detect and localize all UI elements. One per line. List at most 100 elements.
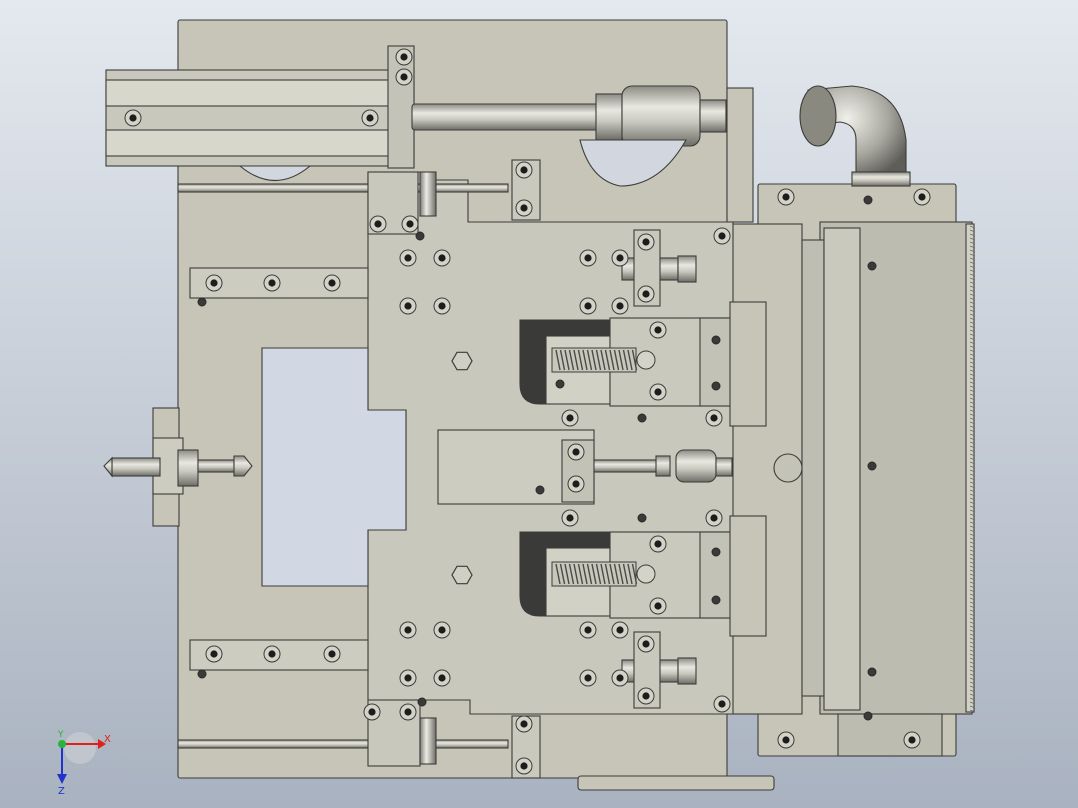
right-top-standoff[interactable] [726,87,754,223]
serration-tooth [969,693,976,697]
serration-tooth [969,225,976,229]
left-side-nut[interactable] [177,449,199,487]
rod-end-coupler[interactable] [621,85,701,147]
left-rod-taper[interactable] [103,456,113,478]
serration-tooth [969,273,976,277]
upper-adjuster-nut[interactable] [677,255,697,283]
serration-tooth [969,605,976,609]
left-side-rod[interactable] [111,457,161,477]
screw-socket [918,193,926,201]
screw-socket [328,650,336,658]
serration-tooth [969,561,976,565]
serration-tooth [969,509,976,513]
screw-socket [374,220,382,228]
serration-tooth [969,261,976,265]
screw-socket [210,650,218,658]
middle-rod-tip[interactable] [715,457,733,477]
serration-tooth [969,593,976,597]
lower-spring-coil [559,563,566,585]
orientation-triad[interactable]: X Y Z [57,730,111,797]
serration-tooth [969,293,976,297]
serration-tooth [969,653,976,657]
serration-tooth [969,245,976,249]
screw-socket [616,302,624,310]
lower-spring-coil [582,563,588,585]
serration-tooth [969,345,976,349]
serration-tooth [969,333,976,337]
serration-tooth [969,385,976,389]
upper-spring-coil [582,349,588,371]
serration-tooth [969,269,976,273]
serration-tooth [969,581,976,585]
bottom-foot-plate[interactable] [577,775,775,791]
serration-tooth [969,661,976,665]
serration-tooth [969,249,976,253]
collar-clamp-bottom[interactable] [419,717,437,765]
elbow-fitting-port [799,85,837,147]
left-side-rod-tip[interactable] [233,455,253,477]
small-hole [867,261,877,271]
lower-spring-cap[interactable] [699,531,733,619]
serration-tooth [969,413,976,417]
piston-rod-top[interactable] [411,103,603,131]
screw-socket [584,626,592,634]
screw-socket [566,514,574,522]
small-hole [867,461,877,471]
screw-socket [908,736,916,744]
collar-clamp-top[interactable] [419,171,437,217]
screw-socket [642,692,650,700]
guide-rod-bottom[interactable] [177,739,509,749]
lower-spring-clamp[interactable] [729,515,767,637]
serration-tooth [969,257,976,261]
serration-tooth [969,613,976,617]
small-hole [711,335,721,345]
clamp-slide-plate[interactable] [823,227,861,711]
clamp-locating-pin[interactable] [773,453,803,483]
small-hole [863,711,873,721]
middle-piston-rod[interactable] [593,459,661,473]
serration-tooth [969,673,976,677]
lower-adjuster-nut[interactable] [677,657,697,685]
serration-tooth [969,241,976,245]
upper-spring-coil [586,349,593,371]
small-hole [417,697,427,707]
serration-tooth [969,565,976,569]
middle-rod-coupler[interactable] [675,449,717,483]
right-bottom-bracket[interactable] [837,713,943,757]
rod-end-fitting[interactable] [595,93,623,141]
screw-socket [572,448,580,456]
screw-socket [268,279,276,287]
elbow-fitting-collar[interactable] [851,171,911,187]
serration-tooth [969,337,976,341]
serration-tooth [969,441,976,445]
cylinder-rib [105,79,395,107]
serration-tooth [969,449,976,453]
fixture-assembly[interactable] [103,19,975,791]
clamp-slide-guide[interactable] [801,239,825,697]
serration-tooth [969,505,976,509]
screw-socket [718,700,726,708]
screw-socket [520,720,528,728]
serration-tooth [969,329,976,333]
serration-tooth [969,289,976,293]
screw-socket [520,762,528,770]
lower-spring-coil [564,563,570,585]
serration-tooth [969,465,976,469]
triad-y-label: Y [57,730,64,740]
serration-tooth [969,617,976,621]
left-side-rod-end[interactable] [197,459,235,473]
rod-end-nut[interactable] [699,99,727,133]
upper-spring-clamp[interactable] [729,301,767,427]
upper-spring-cap[interactable] [699,317,733,407]
upper-spring-coil [631,349,638,371]
guide-rod-top[interactable] [177,183,509,193]
middle-rod-nut[interactable] [655,455,671,477]
upper-spring-coil [613,349,620,371]
screw-socket [268,650,276,658]
serration-tooth [969,677,976,681]
triad-z-label: Z [58,786,65,797]
screw-socket [368,708,376,716]
serration-tooth [969,405,976,409]
